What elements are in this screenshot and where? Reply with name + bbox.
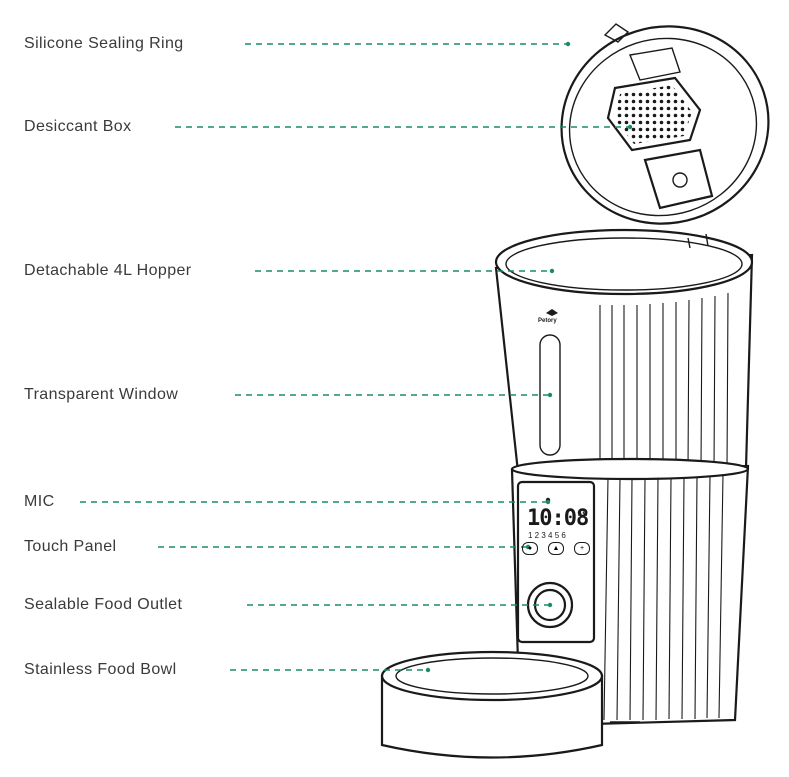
label-food-bowl: Stainless Food Bowl: [24, 661, 177, 678]
meal-portion-icon[interactable]: ▲: [548, 542, 564, 555]
hopper-ribs: [599, 292, 729, 471]
label-hopper: Detachable 4L Hopper: [24, 262, 192, 279]
clock-display: 10:08: [527, 506, 589, 531]
leader-sealing-ring-dot: [565, 41, 571, 47]
leader-hopper-dot: [549, 268, 555, 274]
leader-window-dot: [547, 392, 553, 398]
lid: [560, 23, 770, 225]
leader-mic-dot: [545, 499, 551, 505]
mic-record-icon[interactable]: ●: [522, 542, 538, 555]
brand-name: Petory: [538, 318, 557, 324]
leader-food-bowl-dot: [425, 667, 431, 673]
base-ribs: [603, 473, 724, 721]
transparent-window-shape: [539, 334, 561, 456]
label-desiccant-box: Desiccant Box: [24, 118, 132, 135]
label-mic: MIC: [24, 493, 55, 510]
meal-digits: 1 2 3 4 5 6: [528, 531, 566, 540]
leader-food-outlet-dot: [547, 602, 553, 608]
label-sealing-ring: Silicone Sealing Ring: [24, 35, 184, 52]
hopper: [494, 228, 754, 474]
leader-desiccant-box-dot: [627, 124, 633, 130]
am-pm-indicator: AM: [578, 512, 588, 518]
food-bowl: [380, 650, 604, 759]
lock-plus-icon[interactable]: +: [574, 542, 590, 555]
brand-logo: [546, 309, 558, 316]
label-food-outlet: Sealable Food Outlet: [24, 596, 183, 613]
touch-buttons: ● ▲ +: [522, 542, 590, 555]
label-touch-panel: Touch Panel: [24, 538, 117, 555]
desiccant-vent-grid: [614, 85, 692, 144]
label-window: Transparent Window: [24, 386, 179, 403]
